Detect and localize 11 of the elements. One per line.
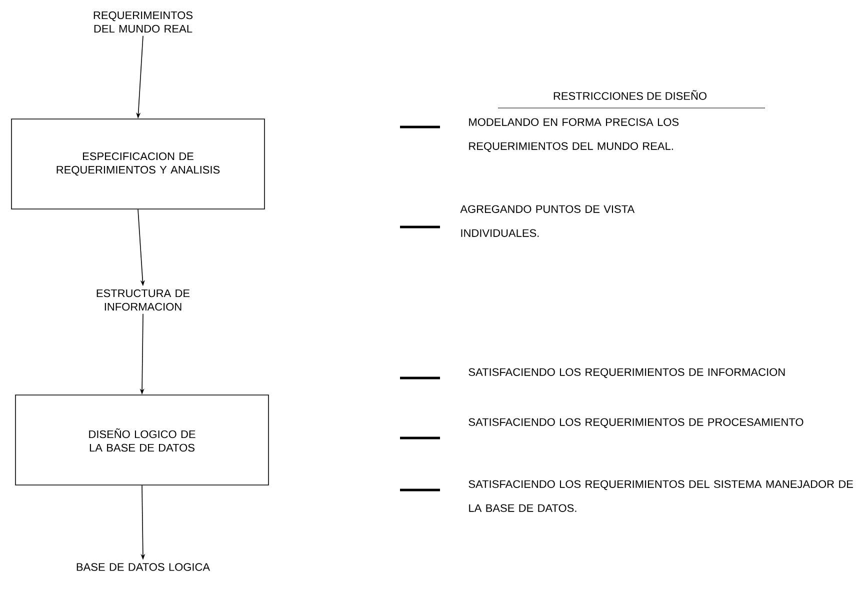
section-heading: RESTRICCIONES DE DISEÑO	[554, 90, 706, 100]
constraint-text: SATISFACIENDO LOS REQUERIMIENTOS DE INFORMACION	[468, 368, 785, 378]
constraint-text: SATISFACIENDO LOS REQUERIMIENTOS DEL SISTEMA MANEJADOR DE LA BASE DE DATOS.	[468, 480, 853, 512]
flow-text: REQUERIMEINTOS DEL MUNDO REAL	[94, 11, 192, 33]
constraint-text: AGREGANDO PUNTOS DE VISTA INDIVIDUALES.	[460, 205, 635, 237]
process-box: DISEÑO LOGICO DE LA BASE DE DATOS	[15, 394, 269, 486]
constraint-text: SATISFACIENDO LOS REQUERIMIENTOS DE PROCESAMIENTO	[468, 418, 804, 428]
process-box: ESPECIFICACION DE REQUERIMIENTOS Y ANALISIS	[11, 118, 265, 210]
flow-text: BASE DE DATOS LOGICA	[76, 563, 210, 571]
flow-text: ESTRUCTURA DE INFORMACION	[96, 289, 190, 311]
constraint-text: MODELANDO EN FORMA PRECISA LOS REQUERIMIENTOS DEL MUNDO REAL.	[469, 118, 679, 152]
